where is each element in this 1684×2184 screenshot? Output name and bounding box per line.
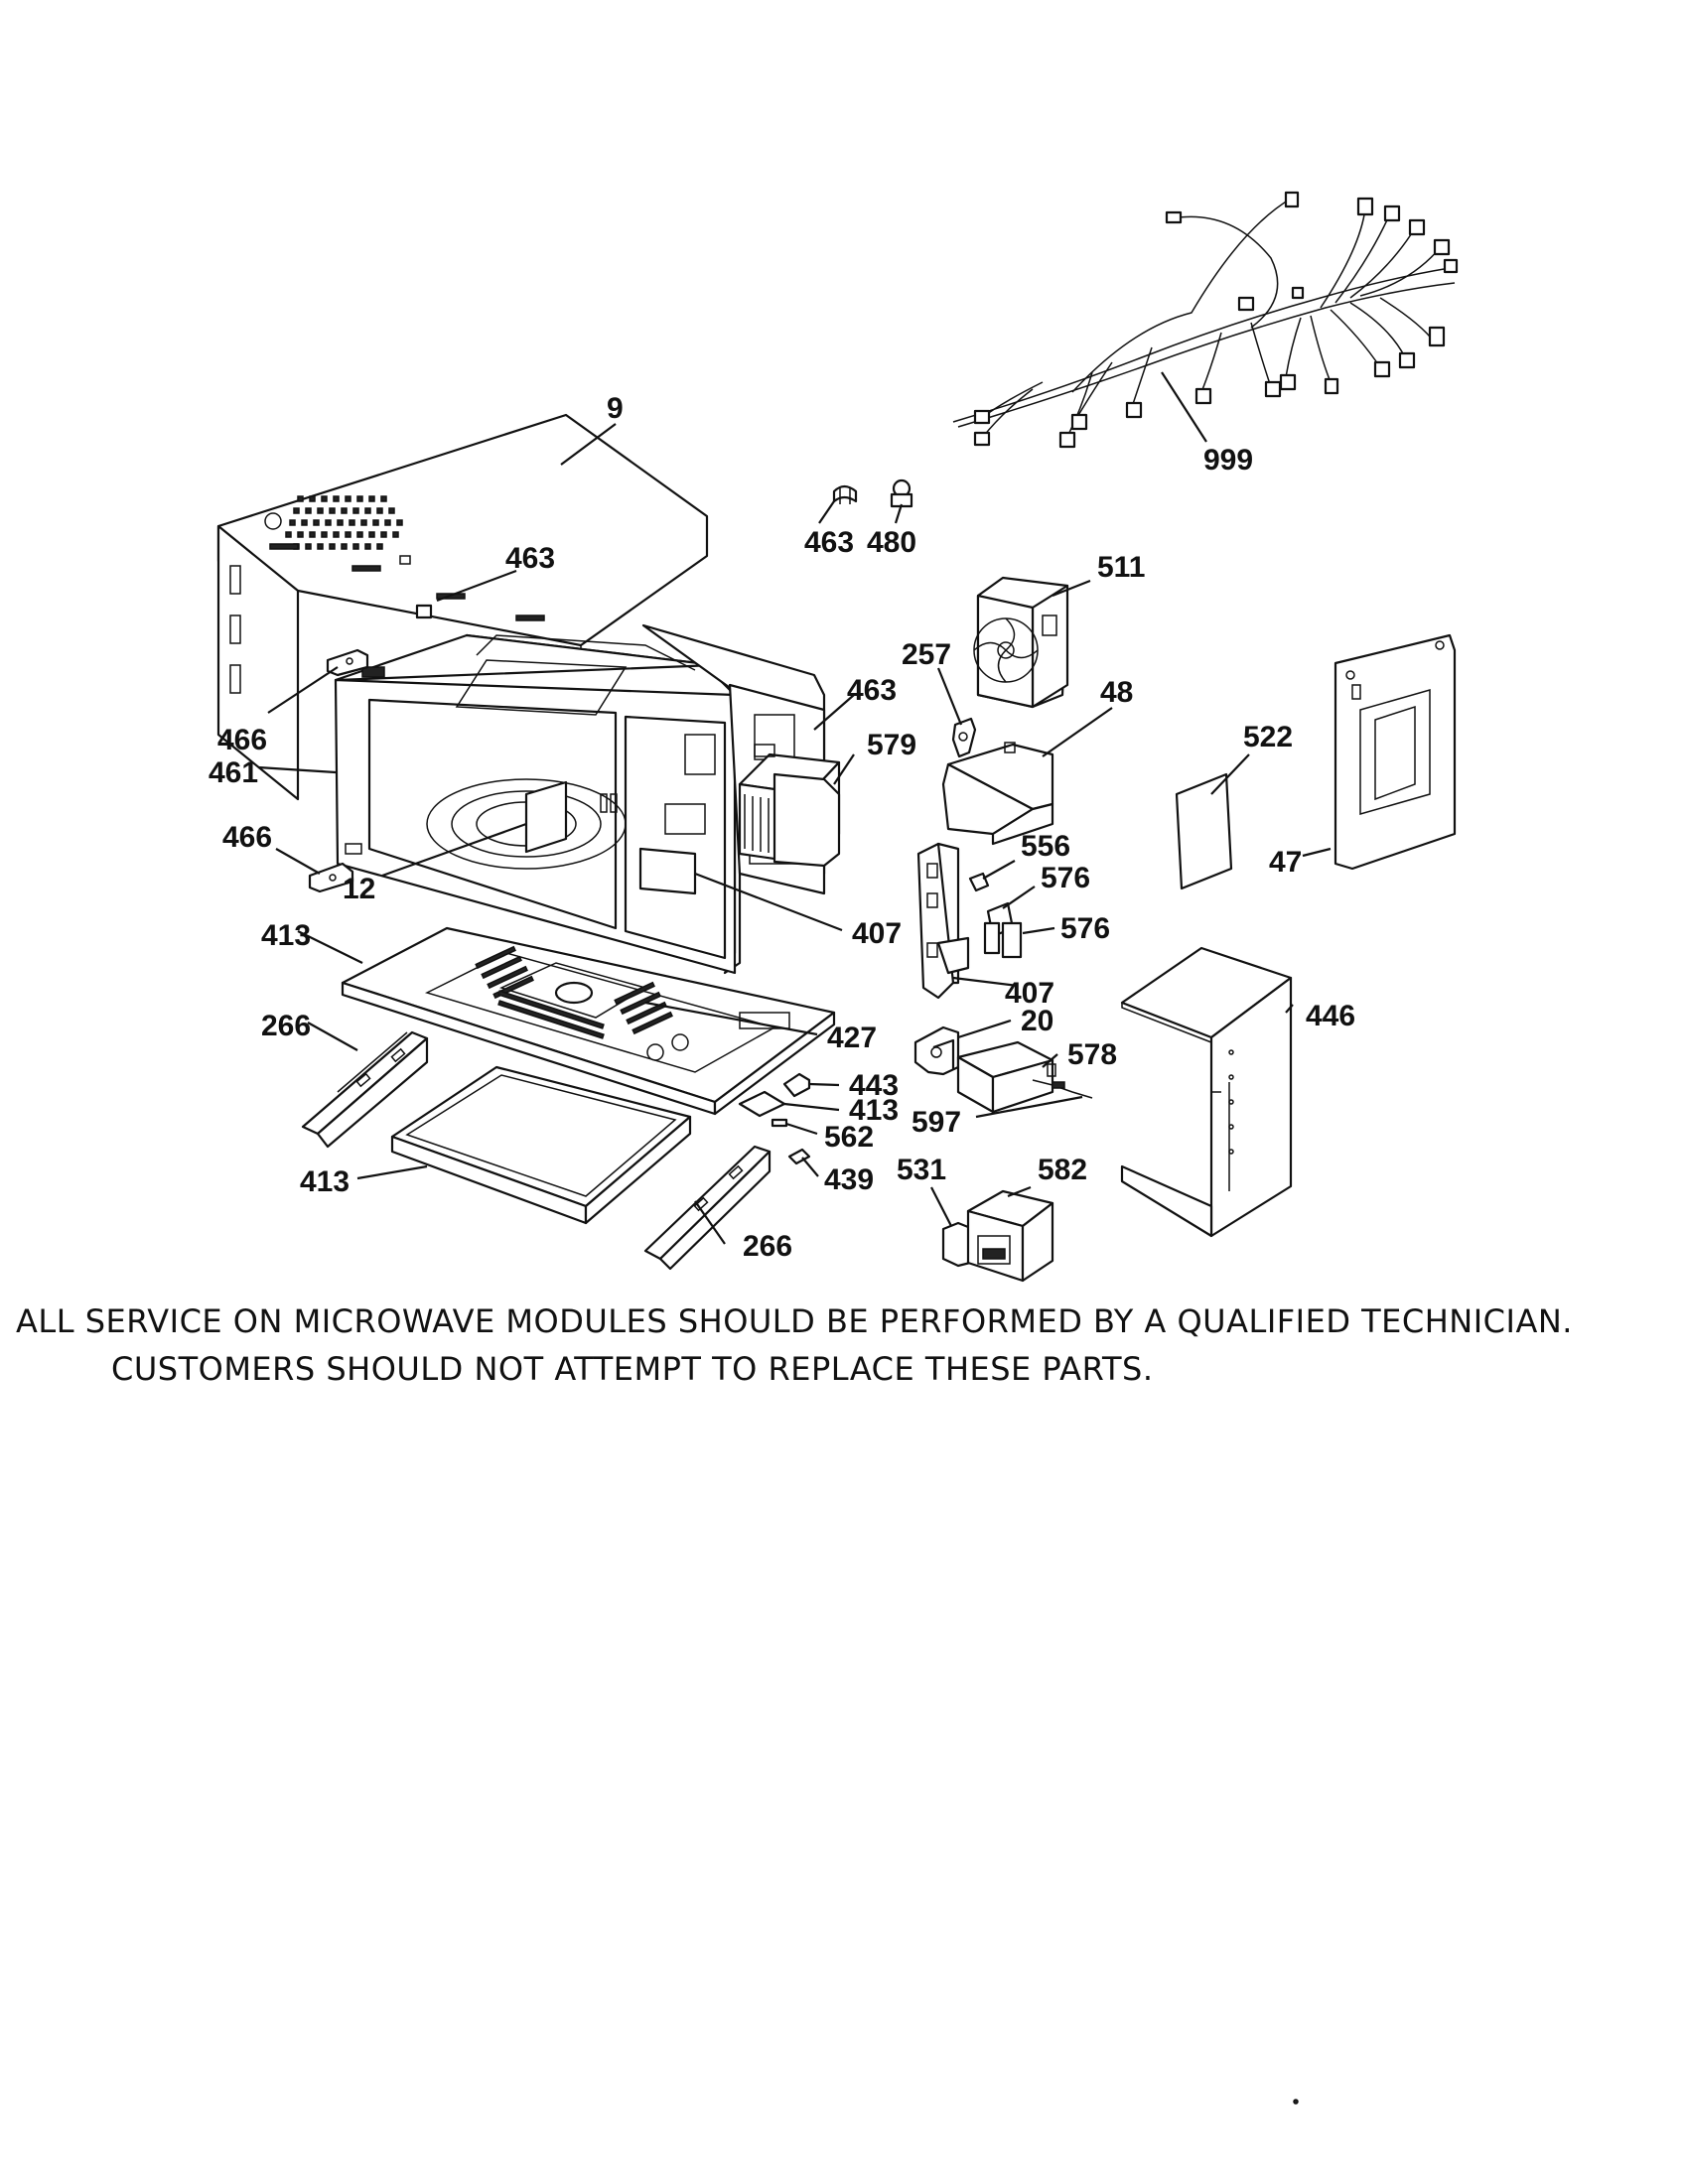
part-480-knob-part — [890, 478, 913, 508]
part-463-cover-clip — [415, 604, 433, 619]
callout-443: 443 — [849, 1069, 899, 1102]
callout-562: 562 — [824, 1121, 874, 1154]
callout-480: 480 — [867, 526, 916, 559]
oven-cavity-frame-part — [334, 633, 742, 975]
callout-463: 463 — [505, 542, 555, 575]
callout-578: 578 — [1067, 1038, 1117, 1071]
callout-413: 413 — [849, 1094, 899, 1127]
rail-266-right-part — [643, 1145, 772, 1271]
case-446-part — [1120, 946, 1293, 1238]
callout-12: 12 — [343, 873, 375, 905]
bracket-20-part — [913, 1025, 960, 1076]
bracket-257-part — [951, 717, 977, 758]
base-plate-part — [341, 926, 836, 1116]
callout-48: 48 — [1100, 676, 1133, 709]
callout-522: 522 — [1243, 721, 1293, 753]
fan-assembly-part — [973, 576, 1069, 709]
callout-463: 463 — [804, 526, 854, 559]
mounting-plate-part — [1333, 633, 1457, 871]
drip-tray-part — [390, 1065, 692, 1225]
bracket-413-small-part — [738, 1090, 786, 1118]
magnetron-part — [738, 744, 841, 868]
part-463-top-part — [832, 484, 858, 504]
hardware-439-part — [787, 1148, 811, 1165]
wire-harness-part — [952, 191, 1459, 449]
callout-461: 461 — [209, 756, 258, 789]
air-duct-part — [941, 742, 1054, 846]
service-warning-line-2: CUSTOMERS SHOULD NOT ATTEMPT TO REPLACE … — [111, 1350, 1154, 1388]
callout-531: 531 — [897, 1154, 946, 1186]
callout-407: 407 — [1005, 977, 1054, 1010]
callout-576: 576 — [1060, 912, 1110, 945]
callout-466: 466 — [222, 821, 272, 854]
callout-582: 582 — [1038, 1154, 1087, 1186]
diode-597-part — [1032, 1079, 1093, 1099]
outer-cabinet-part — [216, 413, 709, 801]
callout-413: 413 — [300, 1165, 350, 1198]
callout-439: 439 — [824, 1163, 874, 1196]
callout-266: 266 — [261, 1010, 311, 1042]
callout-556: 556 — [1021, 830, 1070, 863]
callout-427: 427 — [827, 1022, 877, 1054]
callout-413: 413 — [261, 919, 311, 952]
leader-lines — [257, 371, 1332, 1245]
callout-9: 9 — [607, 392, 624, 425]
callout-579: 579 — [867, 729, 916, 761]
callout-999: 999 — [1203, 444, 1253, 477]
callout-597: 597 — [912, 1106, 961, 1139]
rail-266-left-part — [301, 1030, 429, 1149]
panel-522-part — [1175, 772, 1233, 890]
hardware-443-part — [782, 1072, 811, 1098]
transformer-582-part — [966, 1189, 1054, 1283]
callout-257: 257 — [902, 638, 951, 671]
callout-407: 407 — [852, 917, 902, 950]
callout-446: 446 — [1306, 1000, 1355, 1032]
callout-20: 20 — [1021, 1005, 1053, 1037]
clip-466-lower-part — [308, 862, 354, 893]
switch-576-lower-part — [983, 921, 1023, 959]
hardware-562-part — [771, 1118, 788, 1128]
callout-576: 576 — [1041, 862, 1090, 894]
switch-assembly-407-part — [916, 842, 970, 1000]
callout-466: 466 — [217, 724, 267, 756]
callout-511: 511 — [1097, 551, 1145, 584]
service-warning-line-1: ALL SERVICE ON MICROWAVE MODULES SHOULD … — [16, 1302, 1573, 1340]
callout-463: 463 — [847, 674, 897, 707]
capacitor-578-part — [956, 1040, 1056, 1114]
clip-466-upper-part — [326, 648, 369, 677]
callout-47: 47 — [1269, 846, 1302, 879]
callout-266: 266 — [743, 1230, 792, 1263]
